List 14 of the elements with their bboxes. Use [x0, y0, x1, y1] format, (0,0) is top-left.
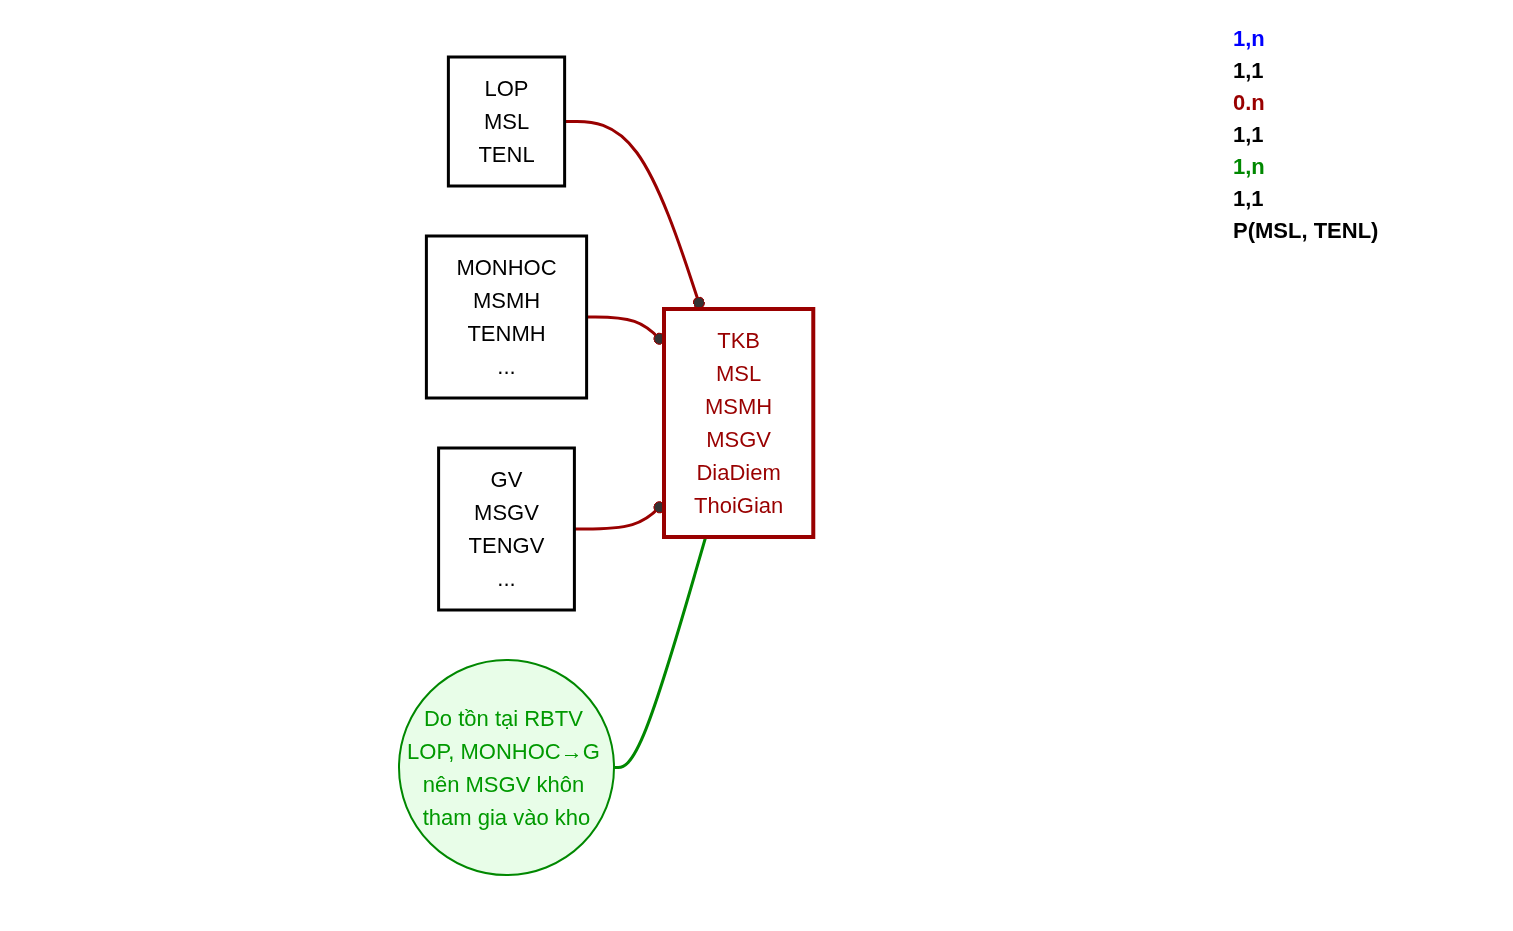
connector: [565, 119, 706, 309]
cardinality-label: 1,1: [1233, 122, 1265, 148]
node-box: GV MSGV TENGV ...: [437, 446, 577, 611]
connector: [614, 536, 708, 769]
node-box: LOP MSL TENL: [447, 55, 567, 187]
cardinality-label: 1,1: [1233, 186, 1265, 212]
node-box: MONHOC MSMH TENMH ...: [425, 234, 589, 399]
cardinality-label: 1,1: [1233, 58, 1265, 84]
cardinality-label: 1,n: [1233, 26, 1266, 52]
cardinality-label: 1,n: [1233, 154, 1266, 180]
cardinality-label: P(MSL, TENL): [1233, 218, 1380, 244]
node-box: TKB MSL MSMH MSGV DiaDiem ThoiGian: [662, 306, 816, 539]
node-circle: Do tồn tại RBTV LOP, MONHOC→G nên MSGV khôn tham gia vào kho: [398, 658, 616, 876]
cardinality-label: 0.n: [1233, 90, 1266, 116]
